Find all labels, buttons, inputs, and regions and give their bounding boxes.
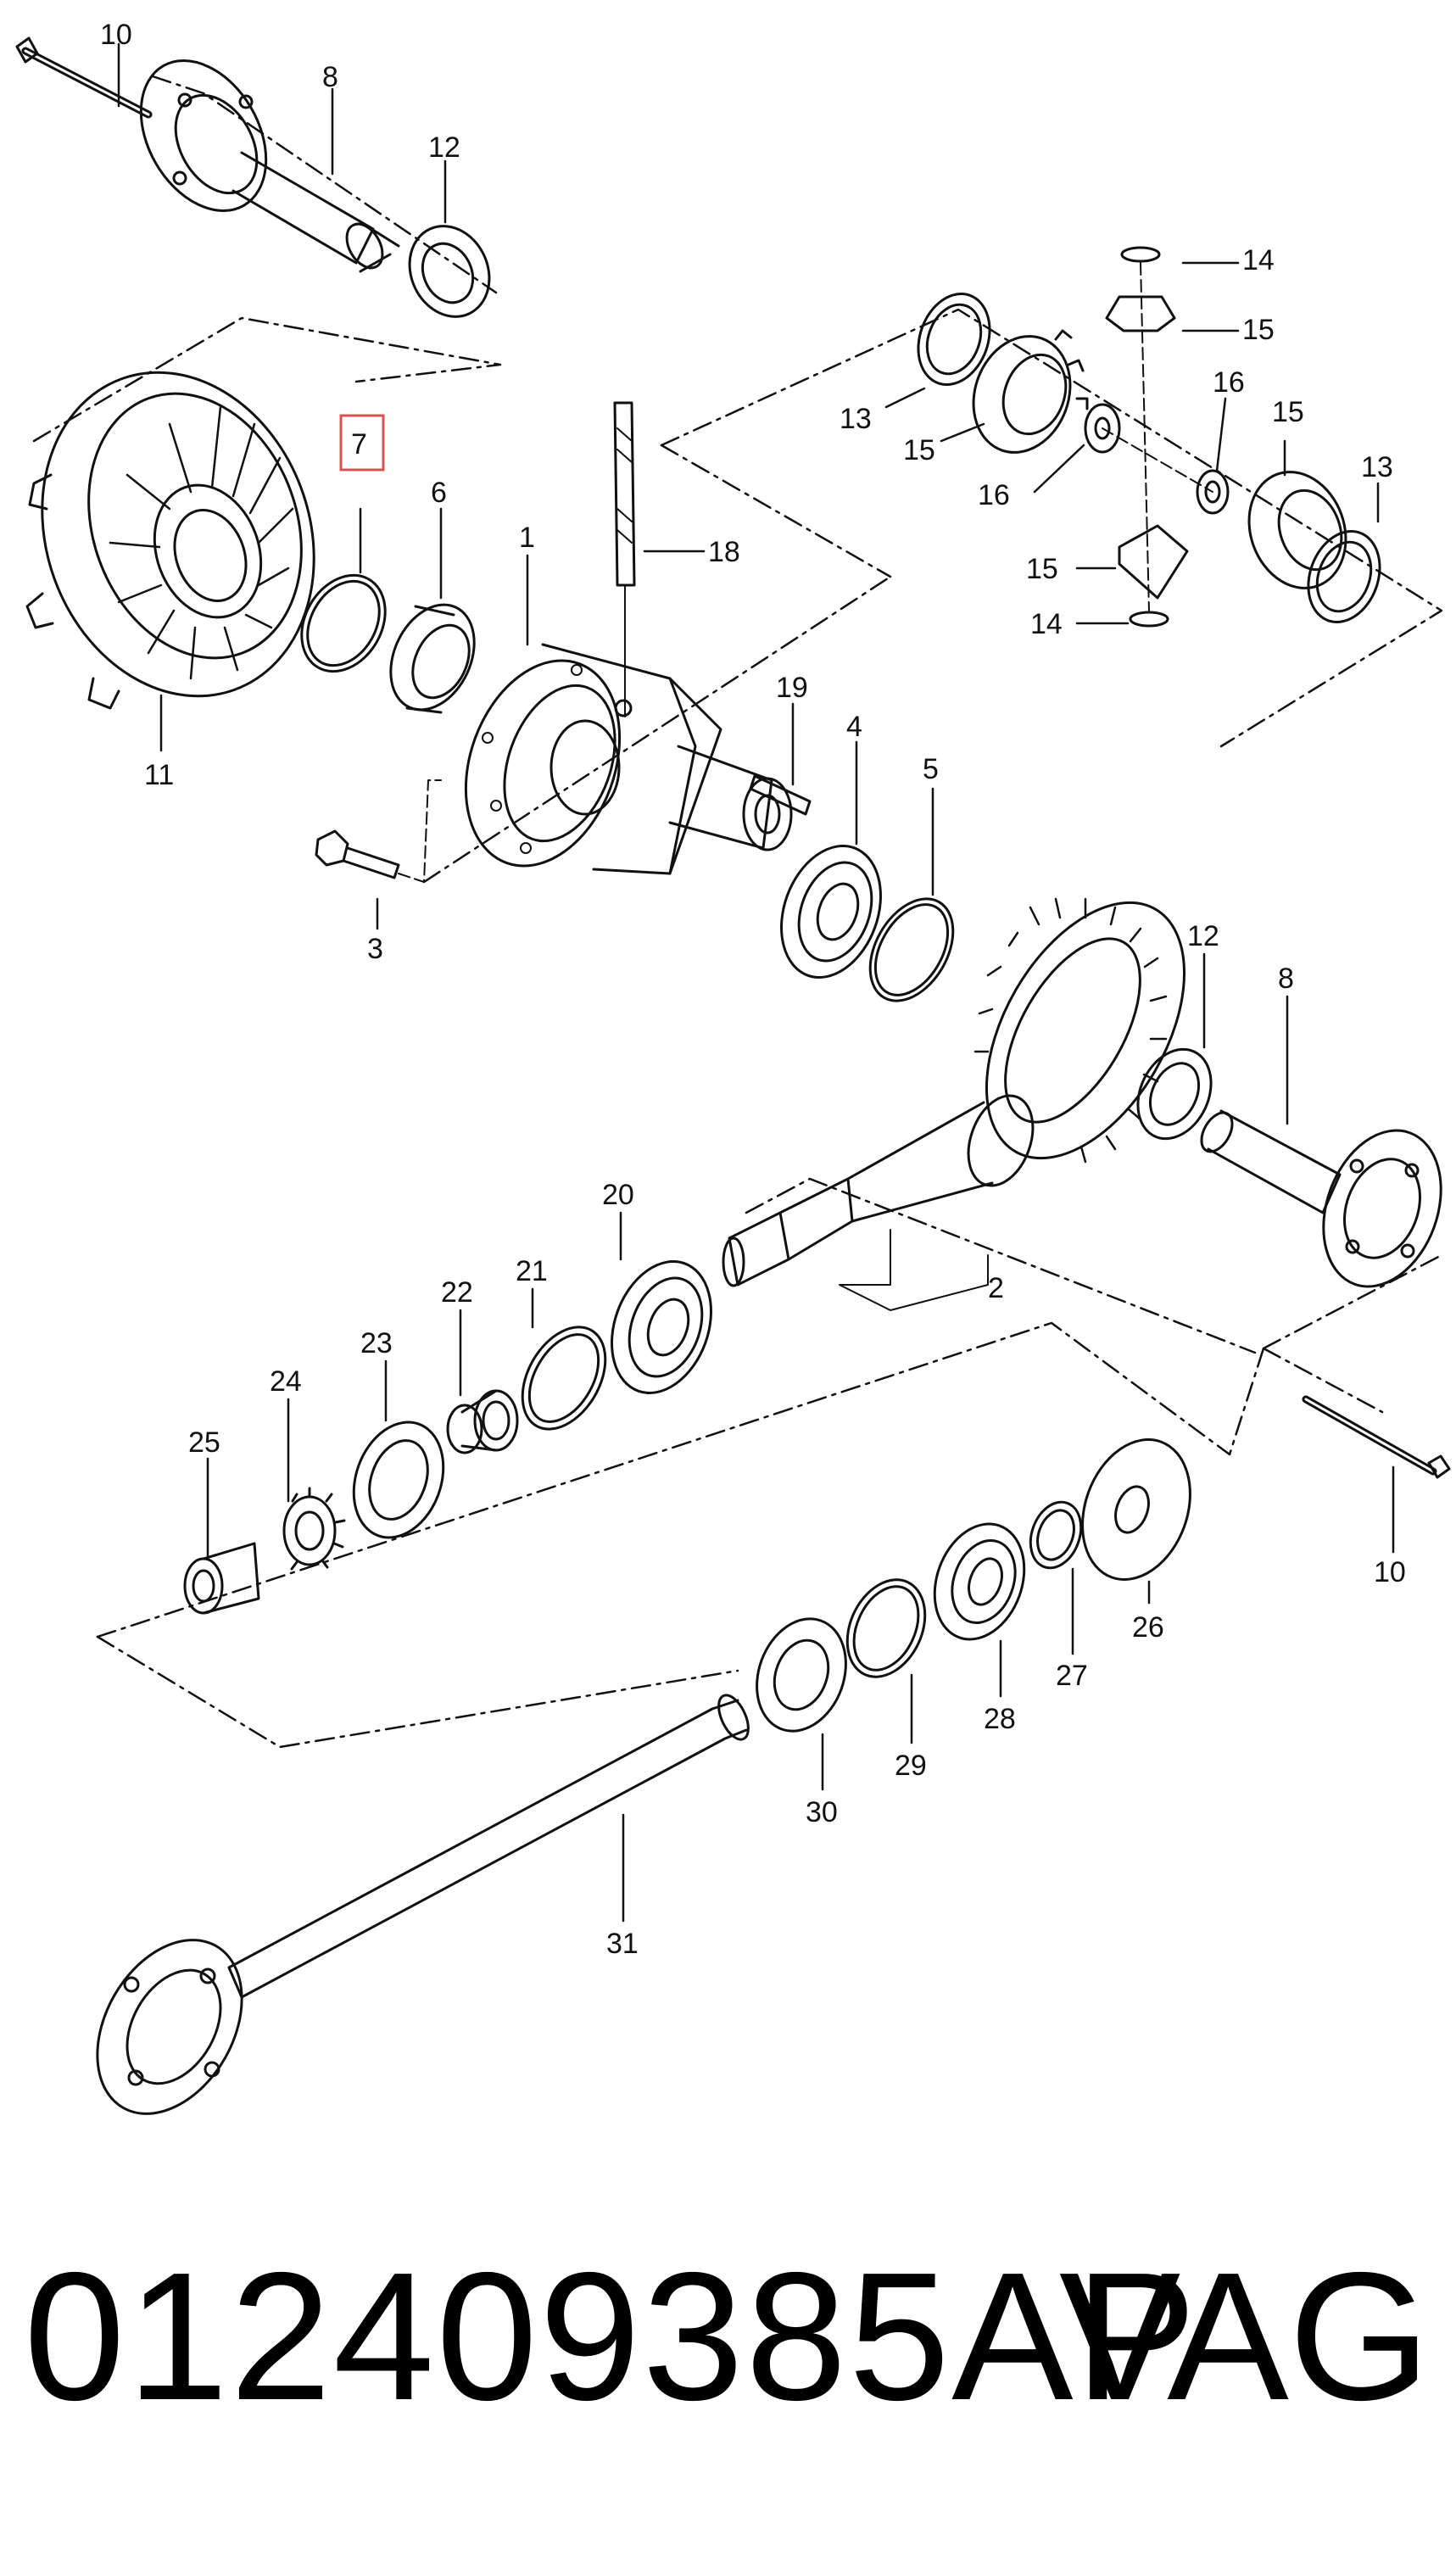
seal-6 bbox=[389, 603, 476, 714]
callout-30: 30 bbox=[806, 1796, 838, 1828]
callout-23: 23 bbox=[360, 1327, 393, 1359]
callout-15-b: 15 bbox=[903, 434, 935, 466]
callout-11: 11 bbox=[144, 759, 174, 791]
flange-shaft-8-top bbox=[139, 59, 400, 273]
callout-20: 20 bbox=[602, 1179, 634, 1211]
differential-gears bbox=[917, 246, 1381, 628]
spacer-22 bbox=[446, 1389, 519, 1454]
callout-7: 7 bbox=[351, 428, 367, 460]
callout-18: 18 bbox=[708, 536, 740, 568]
callout-12-right: 12 bbox=[1187, 920, 1219, 952]
assembly-boundary-lines bbox=[32, 75, 1443, 1749]
footer: 012409385AP VAG bbox=[0, 2239, 1456, 2459]
sprocket-24 bbox=[282, 1487, 346, 1571]
leader-lines bbox=[117, 42, 1395, 1923]
callout-1: 1 bbox=[519, 522, 535, 554]
ring-gear-pinion-2 bbox=[722, 897, 1186, 1311]
callout-25: 25 bbox=[188, 1426, 220, 1459]
differential-housing-1 bbox=[464, 643, 793, 875]
callout-28: 28 bbox=[984, 1703, 1016, 1735]
sleeve-25 bbox=[183, 1542, 260, 1615]
o-ring-7 bbox=[300, 573, 387, 673]
callout-10-top: 10 bbox=[100, 19, 132, 51]
seal-12-right bbox=[1136, 1047, 1213, 1141]
callout-29: 29 bbox=[895, 1750, 927, 1782]
roll-pin-19 bbox=[749, 774, 812, 816]
seal-30 bbox=[756, 1617, 847, 1733]
callout-13-right: 13 bbox=[1361, 451, 1393, 483]
bearing-28 bbox=[933, 1522, 1026, 1641]
callout-3: 3 bbox=[367, 933, 383, 965]
callout-16-b: 16 bbox=[1213, 366, 1245, 399]
callout-15-d: 15 bbox=[1026, 553, 1058, 585]
callout-10-right: 10 bbox=[1374, 1556, 1406, 1588]
callout-27: 27 bbox=[1056, 1660, 1088, 1692]
bolt-10-top bbox=[15, 36, 153, 119]
callout-19: 19 bbox=[776, 672, 808, 704]
callout-5: 5 bbox=[923, 753, 939, 785]
shim-21 bbox=[521, 1326, 607, 1431]
callout-6: 6 bbox=[431, 477, 447, 509]
part-number: 012409385AP bbox=[24, 2234, 1198, 2438]
housing-cover-11 bbox=[25, 371, 315, 710]
callout-26: 26 bbox=[1132, 1611, 1164, 1644]
callout-13-left: 13 bbox=[840, 403, 872, 435]
pin-18 bbox=[613, 401, 636, 717]
disc-26 bbox=[1081, 1438, 1191, 1581]
callout-15-c: 15 bbox=[1272, 396, 1304, 428]
circlip-27 bbox=[1029, 1500, 1083, 1570]
callout-labels: 10 8 12 14 15 13 15 16 16 15 13 15 14 7 … bbox=[100, 19, 1406, 1960]
exploded-parts-diagram: 10 8 12 14 15 13 15 16 16 15 13 15 14 7 … bbox=[15, 19, 1451, 2115]
callout-8-right: 8 bbox=[1278, 963, 1294, 995]
callout-24: 24 bbox=[270, 1365, 302, 1398]
flange-shaft-8-right bbox=[1200, 1109, 1442, 1288]
shim-5 bbox=[868, 897, 955, 1002]
snap-ring-29 bbox=[845, 1578, 927, 1678]
highlight-box-7 bbox=[339, 414, 385, 472]
bearing-20 bbox=[611, 1260, 712, 1394]
callout-8-top: 8 bbox=[322, 61, 338, 93]
callout-14-bottom: 14 bbox=[1030, 608, 1063, 640]
callout-15-a: 15 bbox=[1242, 314, 1275, 346]
brand-name: VAG bbox=[1058, 2234, 1431, 2438]
callout-21: 21 bbox=[516, 1255, 548, 1287]
callout-12-top: 12 bbox=[428, 131, 460, 164]
callout-22: 22 bbox=[441, 1276, 473, 1309]
bolt-10-right bbox=[1302, 1395, 1451, 1479]
drive-shaft-31 bbox=[96, 1694, 750, 2115]
callout-16-a: 16 bbox=[978, 479, 1010, 511]
callout-2: 2 bbox=[988, 1272, 1004, 1304]
bolt-3 bbox=[315, 779, 442, 883]
bearing-23 bbox=[352, 1421, 445, 1539]
seal-12-top bbox=[408, 225, 491, 318]
callout-31: 31 bbox=[606, 1928, 639, 1960]
callout-14-top: 14 bbox=[1242, 244, 1275, 276]
bearing-4 bbox=[780, 845, 882, 979]
callout-4: 4 bbox=[846, 711, 862, 743]
